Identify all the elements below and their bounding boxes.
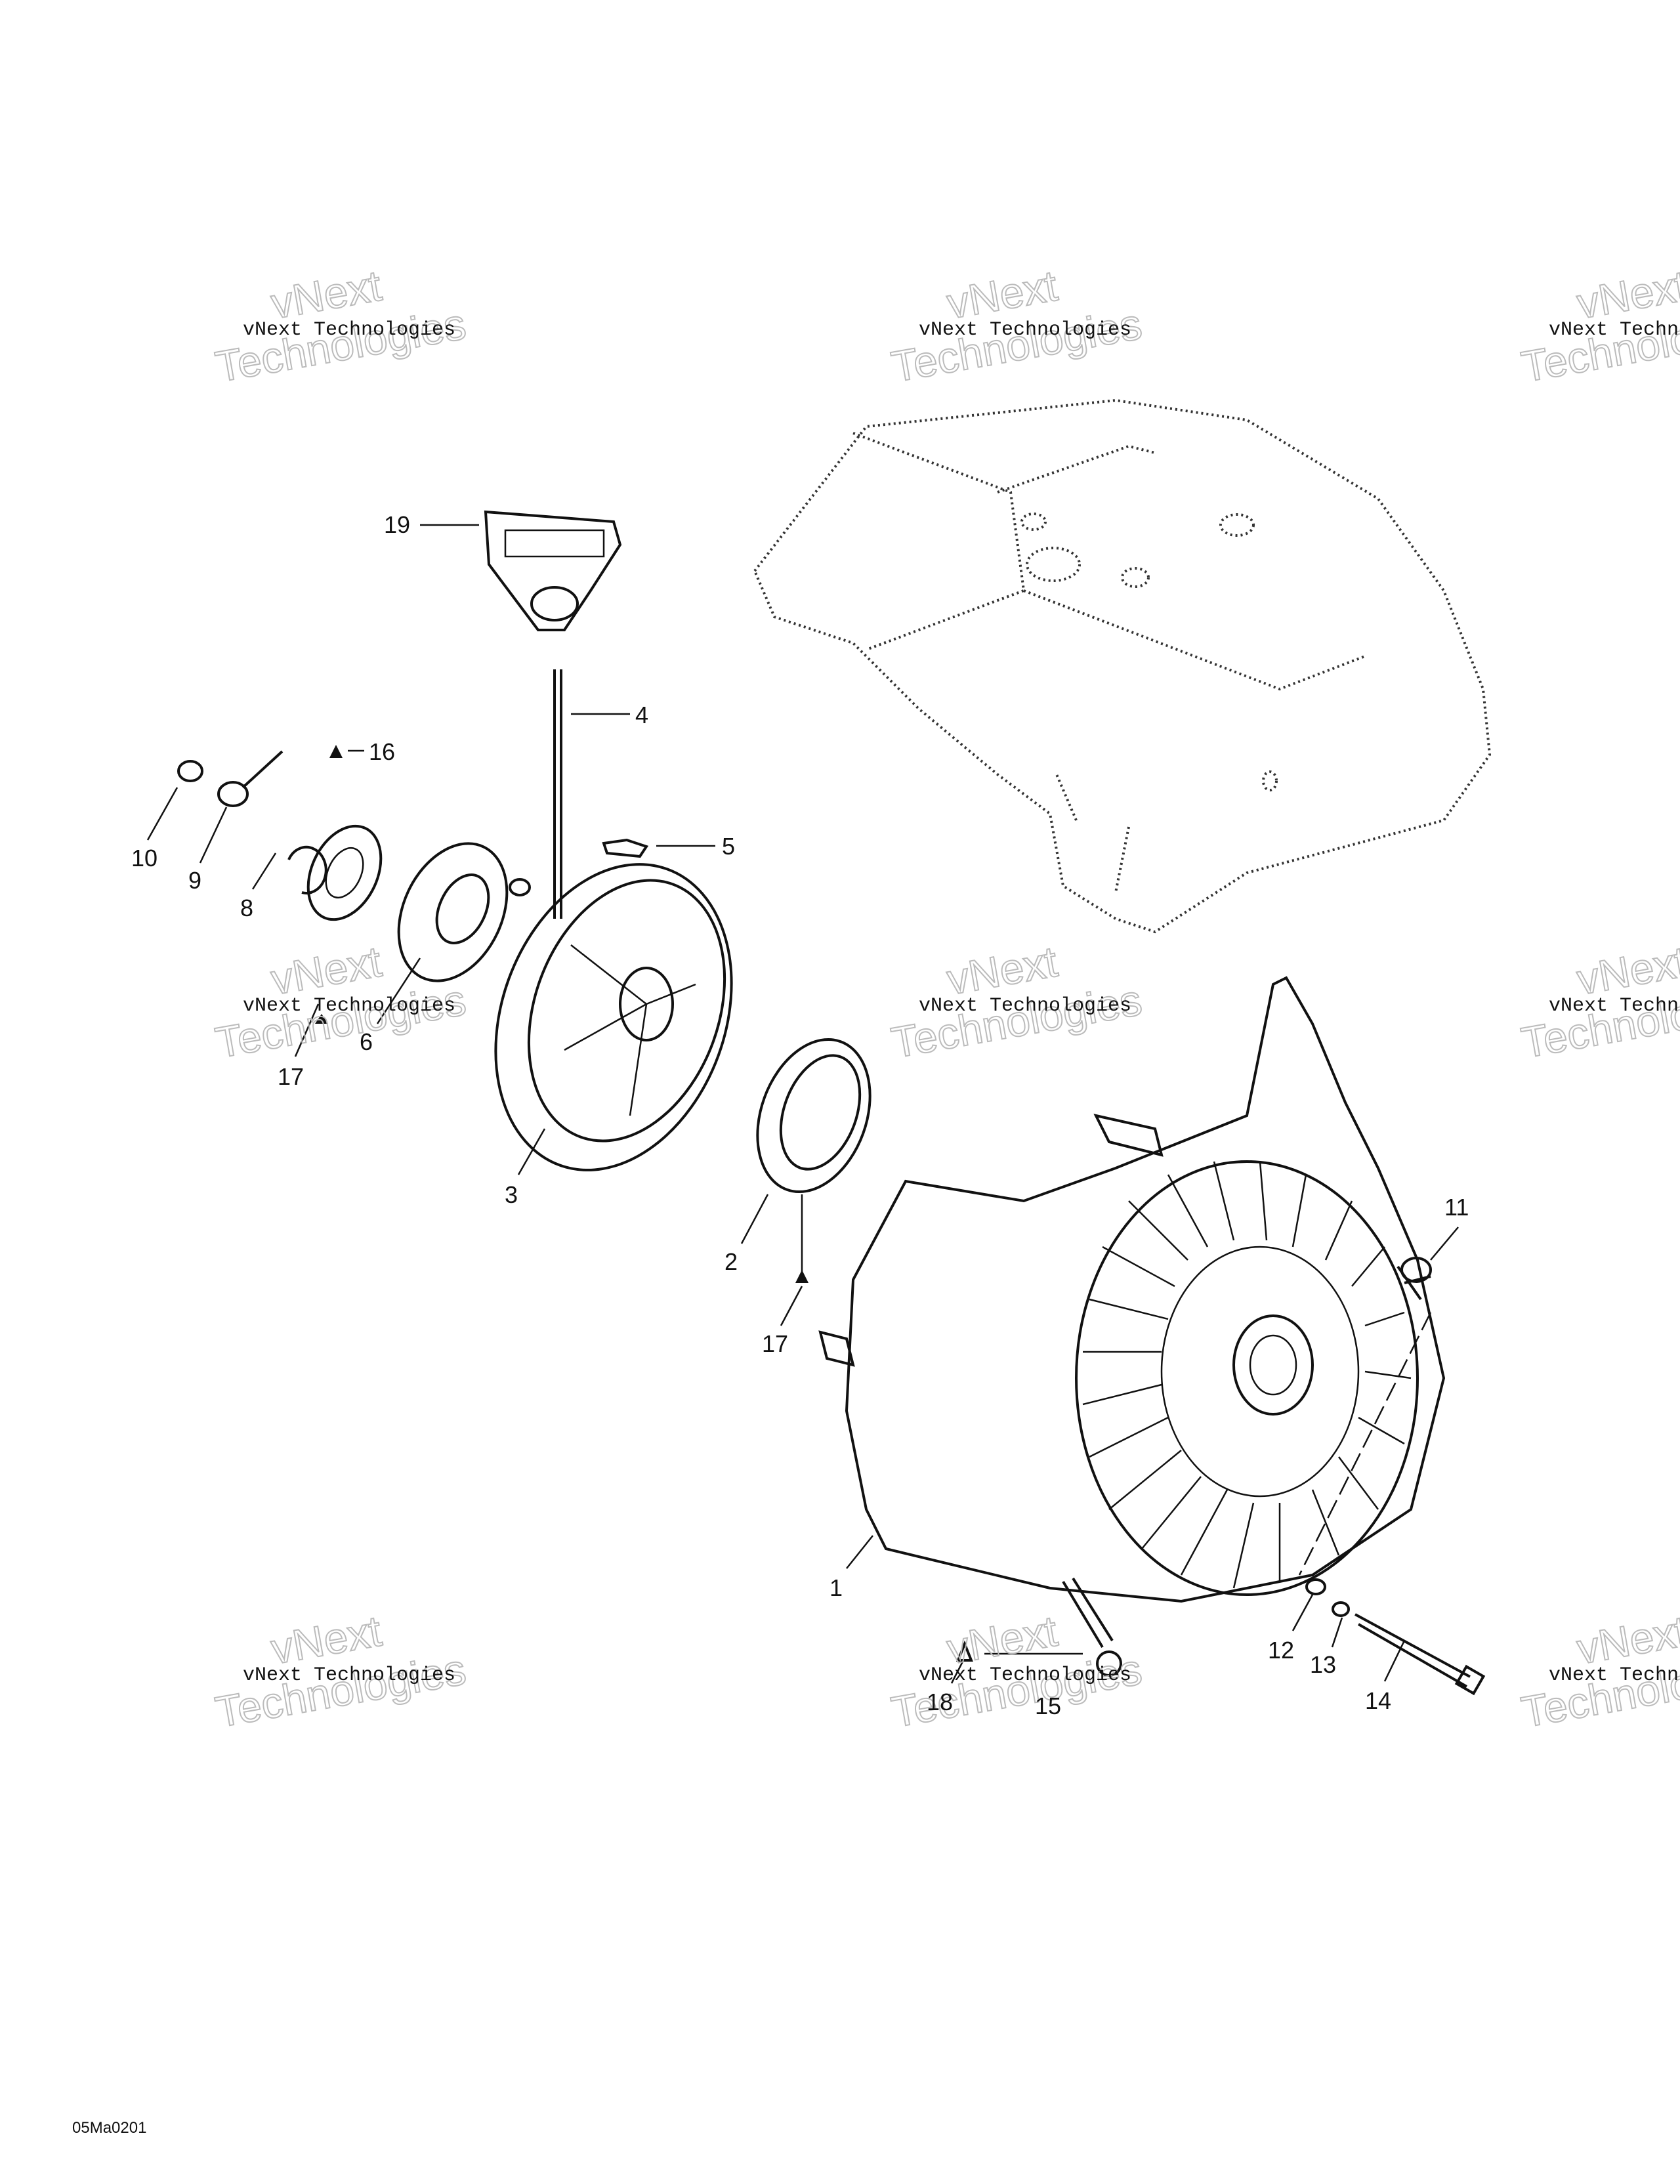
- starter-housing: [818, 976, 1446, 1603]
- callout-4: 4: [635, 702, 648, 728]
- callout-13: 13: [1310, 1651, 1336, 1678]
- callout-12: 12: [1268, 1637, 1294, 1664]
- callout-17: 17: [762, 1330, 788, 1357]
- callout-6: 6: [360, 1028, 373, 1055]
- watermark-text: vNext Technologies: [919, 1664, 1131, 1687]
- fan-cover-outline: [753, 398, 1492, 934]
- callout-2: 2: [724, 1248, 738, 1275]
- rope-and-handle: [484, 510, 622, 919]
- callout-18: 18: [927, 1689, 953, 1715]
- recoil-spring: [756, 1038, 872, 1283]
- watermark-text: vNext Technologies: [1549, 319, 1680, 341]
- callout-16: 16: [369, 738, 395, 765]
- watermark-text: vNext Technologies: [243, 1664, 455, 1687]
- callout-10: 10: [131, 845, 158, 872]
- watermark-text: vNext Technologies: [1549, 995, 1680, 1017]
- callout-3: 3: [505, 1181, 518, 1208]
- callout-5: 5: [722, 833, 735, 860]
- fasteners: [956, 1257, 1486, 1696]
- watermark-text: vNext Technologies: [243, 995, 455, 1017]
- rope-pulley: [494, 863, 733, 1171]
- watermark-text: vNext Technologies: [919, 995, 1131, 1017]
- callout-14: 14: [1365, 1687, 1391, 1714]
- watermark-text: vNext Technologies: [919, 319, 1131, 341]
- watermark-text: vNext Technologies: [243, 319, 455, 341]
- callout-8: 8: [240, 894, 253, 921]
- callouts: 19 4 16 5 10 9 8 6 17 3 2 17 11 1 12 13 …: [131, 511, 1469, 1719]
- callout-15: 15: [1035, 1692, 1061, 1719]
- callout-1: 1: [830, 1574, 843, 1601]
- watermarks: vNext Technologies vNext Technologies vN…: [211, 261, 1680, 1737]
- leader-lines: [146, 524, 1459, 1684]
- diagram-code: 05Ma0201: [72, 2119, 146, 2137]
- small-parts: [177, 745, 649, 1024]
- callout-9: 9: [188, 867, 201, 894]
- callout-19: 19: [384, 511, 410, 538]
- callout-11: 11: [1444, 1194, 1469, 1221]
- watermark-text: vNext Technologies: [1549, 1664, 1680, 1687]
- callout-17: 17: [278, 1063, 304, 1090]
